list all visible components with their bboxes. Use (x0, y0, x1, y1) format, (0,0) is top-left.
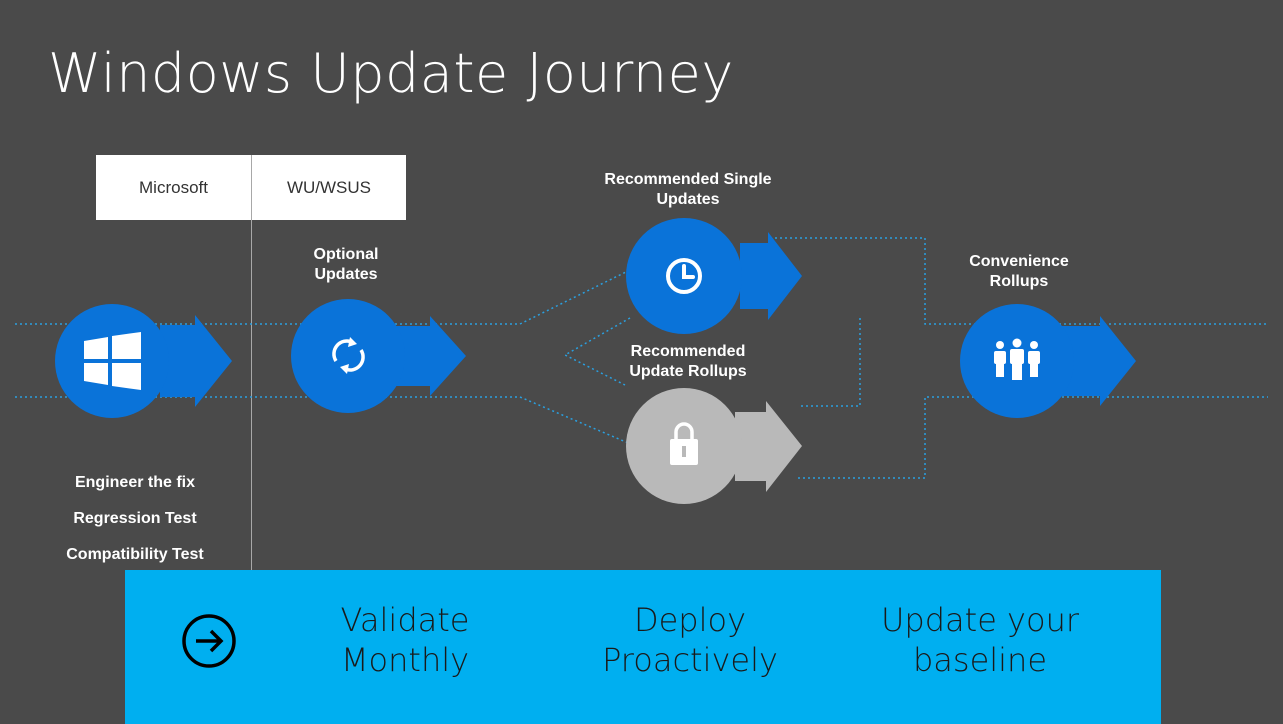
convenience-rollups-node (960, 304, 1136, 418)
windows-node-arrow (160, 315, 232, 407)
banner-validate-monthly: Validate Monthly (300, 600, 510, 680)
banner-update-baseline: Update your baseline (860, 600, 1100, 680)
rollups-label-line2: Update Rollups (629, 363, 747, 380)
arrow-right-circle-icon (182, 614, 236, 668)
windows-node-circle (55, 304, 169, 418)
convenience-label-line1: Convenience (969, 253, 1069, 270)
optional-updates-node (291, 299, 466, 413)
microsoft-box: Microsoft (96, 155, 251, 220)
step-compatibility: Compatibility Test (66, 546, 204, 563)
page-title: Windows Update Journey (48, 42, 734, 105)
summary-banner (125, 570, 1161, 724)
banner-item3-line2: baseline (912, 641, 1048, 679)
wu-wsus-box: WU/WSUS (252, 155, 406, 220)
refresh-icon (332, 337, 365, 374)
flow-line-top-lower (15, 396, 641, 449)
optional-label-line2: Updates (314, 266, 378, 283)
single-node-arrow (740, 232, 802, 320)
single-label-line2: Updates (656, 191, 720, 208)
step-regression: Regression Test (73, 510, 197, 527)
step-engineer: Engineer the fix (74, 474, 196, 491)
update-rollups-node (626, 388, 802, 504)
clock-icon (666, 258, 702, 294)
optional-updates-label: Optional Updates (286, 245, 406, 285)
windows-logo-icon (84, 332, 141, 390)
convenience-label-line2: Rollups (989, 273, 1049, 290)
banner-item1-line2: Monthly (340, 641, 470, 679)
rollups-node-arrow (735, 401, 802, 492)
update-rollups-label: Recommended Update Rollups (598, 342, 778, 382)
banner-item3-line1: Update your (880, 601, 1079, 639)
single-label-line1: Recommended Single (604, 171, 772, 188)
flow-lines (15, 237, 1268, 479)
flow-line-top-upper (15, 269, 631, 325)
optional-node-arrow (380, 316, 466, 396)
lock-icon (670, 422, 698, 465)
banner-item1-line1: Validate (340, 601, 470, 639)
convenience-node-arrow (1060, 316, 1136, 406)
flow-line-single-to-rollups (800, 318, 861, 407)
banner-item2-line1: Deploy (633, 601, 747, 639)
single-updates-node (626, 218, 802, 334)
people-icon (994, 338, 1040, 380)
phase-divider (251, 155, 252, 570)
steps-list: Engineer the fix Regression Test Compati… (40, 470, 230, 578)
optional-node-circle (291, 299, 405, 413)
windows-node (55, 304, 232, 418)
banner-deploy-proactively: Deploy Proactively (580, 600, 800, 680)
single-updates-label: Recommended Single Updates (578, 170, 798, 210)
rollups-label-line1: Recommended (630, 343, 746, 360)
banner-item2-line2: Proactively (602, 641, 778, 679)
optional-label-line1: Optional (313, 246, 379, 263)
convenience-rollups-label: Convenience Rollups (949, 252, 1089, 292)
